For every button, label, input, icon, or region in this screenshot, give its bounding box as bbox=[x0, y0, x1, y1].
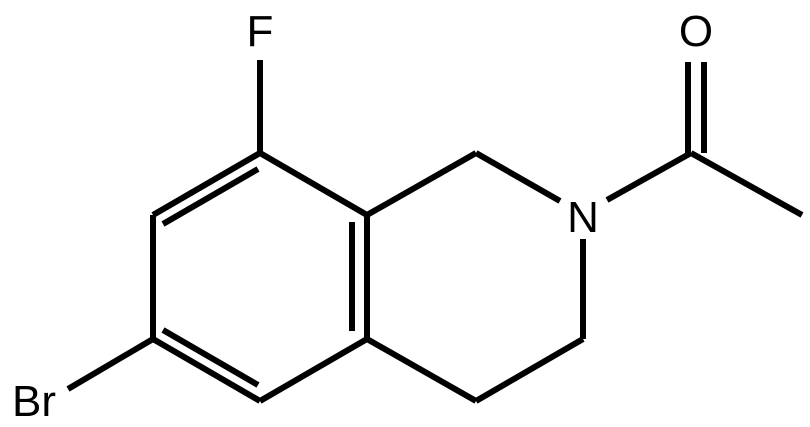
bond-c4-c4a bbox=[365, 336, 478, 404]
bond-c1-n2 bbox=[474, 150, 562, 204]
bond-carbonyl-methyl bbox=[689, 150, 804, 218]
bond-c3-c4 bbox=[474, 336, 585, 404]
atom-label-f: F bbox=[247, 7, 274, 56]
atom-label-n: N bbox=[567, 193, 599, 242]
bond-c6-br bbox=[66, 336, 155, 392]
bond-c4a-c5 bbox=[258, 336, 369, 404]
bond-n2-carbonyl bbox=[605, 150, 693, 203]
atom-label-o: O bbox=[679, 7, 713, 56]
bond-c7-c8-inner bbox=[161, 166, 260, 227]
bond-c5-c6 bbox=[151, 336, 262, 404]
bond-c8-c8a bbox=[258, 150, 369, 218]
atom-label-br: Br bbox=[12, 377, 56, 426]
bond-c8a-c1 bbox=[365, 150, 478, 218]
bond-c7-c8 bbox=[151, 150, 262, 218]
bond-c5-c6-inner bbox=[161, 327, 260, 388]
